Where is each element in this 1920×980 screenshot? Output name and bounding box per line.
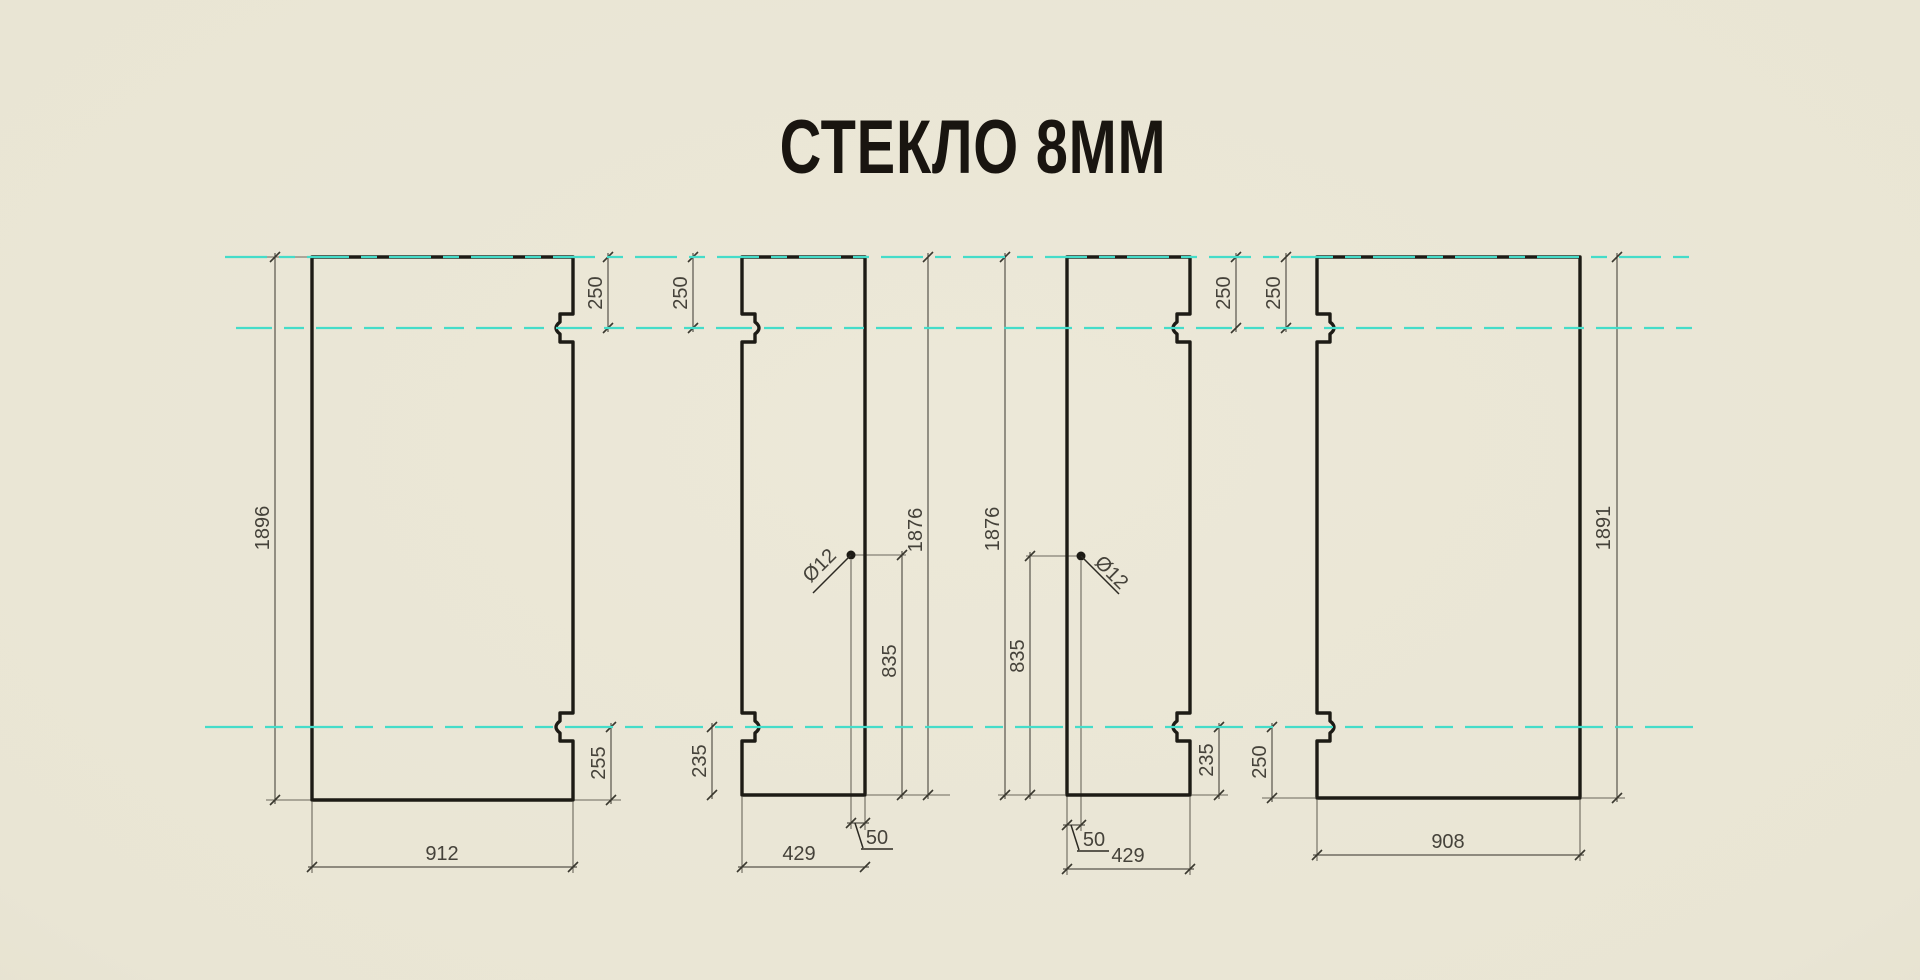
panel-outline-right-fixed [1315, 255, 1582, 800]
dim-top-offset-panel-4: 250 [1263, 276, 1285, 309]
dim-hole-diameter-panel-3: Ø12 [1090, 552, 1132, 594]
drawing-title: СТЕКЛО 8ММ [779, 105, 1167, 190]
dim-hole-height-panel-3: 835 [1007, 639, 1029, 672]
dim-height-panel-3: 1876 [982, 507, 1004, 552]
panel-outline-left-fixed [310, 255, 575, 802]
dimension-lines [274, 253, 1618, 870]
dim-width-panel-2: 429 [782, 843, 815, 865]
extension-lines [225, 256, 1625, 875]
dim-width-panel-3: 429 [1111, 845, 1144, 867]
dim-hole-height-panel-2: 835 [879, 644, 901, 677]
panel-outline-left-door [740, 255, 867, 797]
dim-bottom-offset-panel-1: 255 [588, 746, 610, 779]
dim-hole-diameter-panel-2: Ø12 [799, 545, 841, 587]
dim-height-panel-2: 1876 [905, 508, 927, 553]
panel-outline-right-door [1065, 255, 1192, 797]
leader-lines [812, 554, 1120, 852]
dim-top-offset-panel-1: 250 [585, 276, 607, 309]
dim-top-offset-panel-2: 250 [670, 276, 692, 309]
dim-bottom-offset-panel-3: 235 [1196, 743, 1218, 776]
dim-width-panel-1: 912 [425, 843, 458, 865]
dim-top-offset-panel-3: 250 [1213, 276, 1235, 309]
dim-hole-edge-panel-3: 50 [1083, 829, 1105, 851]
dim-bottom-offset-panel-2: 235 [689, 744, 711, 777]
dim-width-panel-4: 908 [1431, 831, 1464, 853]
dim-hole-edge-panel-2: 50 [866, 827, 888, 849]
dim-height-panel-1: 1896 [252, 506, 274, 551]
dim-bottom-offset-panel-4: 250 [1249, 745, 1271, 778]
dimension-ticks [269, 251, 1623, 875]
dim-height-panel-4: 1891 [1593, 506, 1615, 551]
